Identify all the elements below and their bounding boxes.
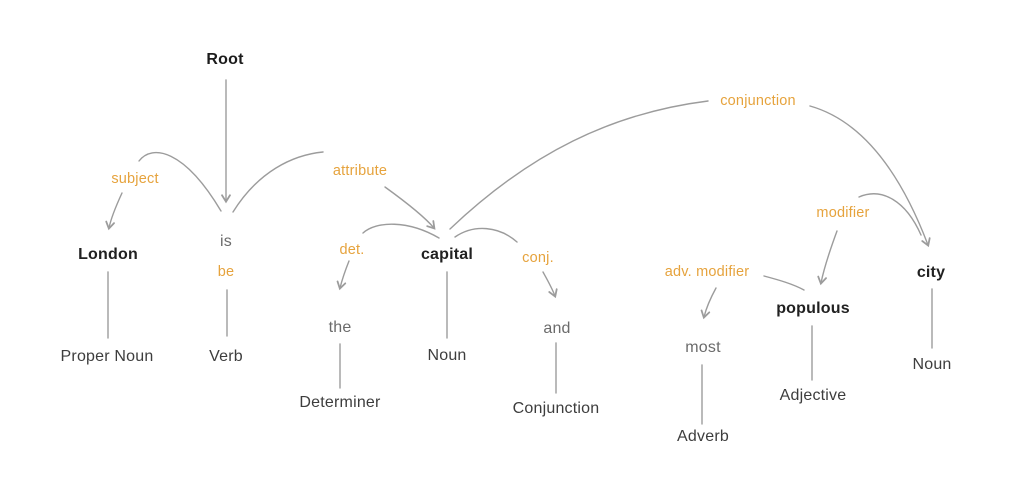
- token-most: most: [685, 339, 721, 356]
- pos-london: Proper Noun: [60, 348, 154, 365]
- conj-arc: [454, 227, 518, 243]
- dep-label-adv-modifier: adv. modifier: [664, 263, 750, 280]
- conjunction-arc-left: [449, 100, 709, 230]
- modifier-arc: [858, 193, 922, 236]
- subject-arc: [138, 151, 222, 212]
- pos-and: Conjunction: [512, 400, 600, 417]
- pos-city: Noun: [912, 356, 952, 373]
- pos-most: Adverb: [677, 428, 729, 445]
- token-london: London: [78, 246, 138, 263]
- pos-capital: Noun: [427, 347, 467, 364]
- token-is-lemma: be: [217, 263, 235, 280]
- det-arrow: [336, 260, 350, 291]
- token-populous: populous: [776, 300, 850, 317]
- attribute-arc: [232, 151, 324, 213]
- pos-populous: Adjective: [779, 387, 847, 404]
- conj-arrow: [542, 271, 558, 299]
- token-city: city: [916, 264, 946, 281]
- dep-label-attribute: attribute: [332, 162, 388, 179]
- attribute-arrow: [384, 186, 436, 230]
- subject-arrow: [105, 192, 123, 231]
- dep-label-det: det.: [339, 241, 365, 258]
- dep-label-modifier: modifier: [816, 204, 870, 221]
- dep-label-conj: conj.: [522, 249, 554, 266]
- token-is: is: [220, 233, 232, 250]
- root-label: Root: [206, 51, 244, 68]
- adv-modifier-arrow: [700, 287, 717, 320]
- token-and: and: [543, 320, 571, 337]
- adv-modifier-arc: [763, 275, 805, 291]
- dep-label-conjunction: conjunction: [720, 92, 796, 109]
- token-the: the: [328, 319, 352, 336]
- conjunction-arc-right: [809, 105, 931, 248]
- pos-the: Determiner: [299, 394, 381, 411]
- modifier-arrow: [817, 230, 838, 286]
- token-capital: capital: [420, 246, 474, 263]
- dep-label-subject: subject: [111, 170, 159, 187]
- pos-is: Verb: [209, 348, 243, 365]
- det-arc: [362, 223, 440, 239]
